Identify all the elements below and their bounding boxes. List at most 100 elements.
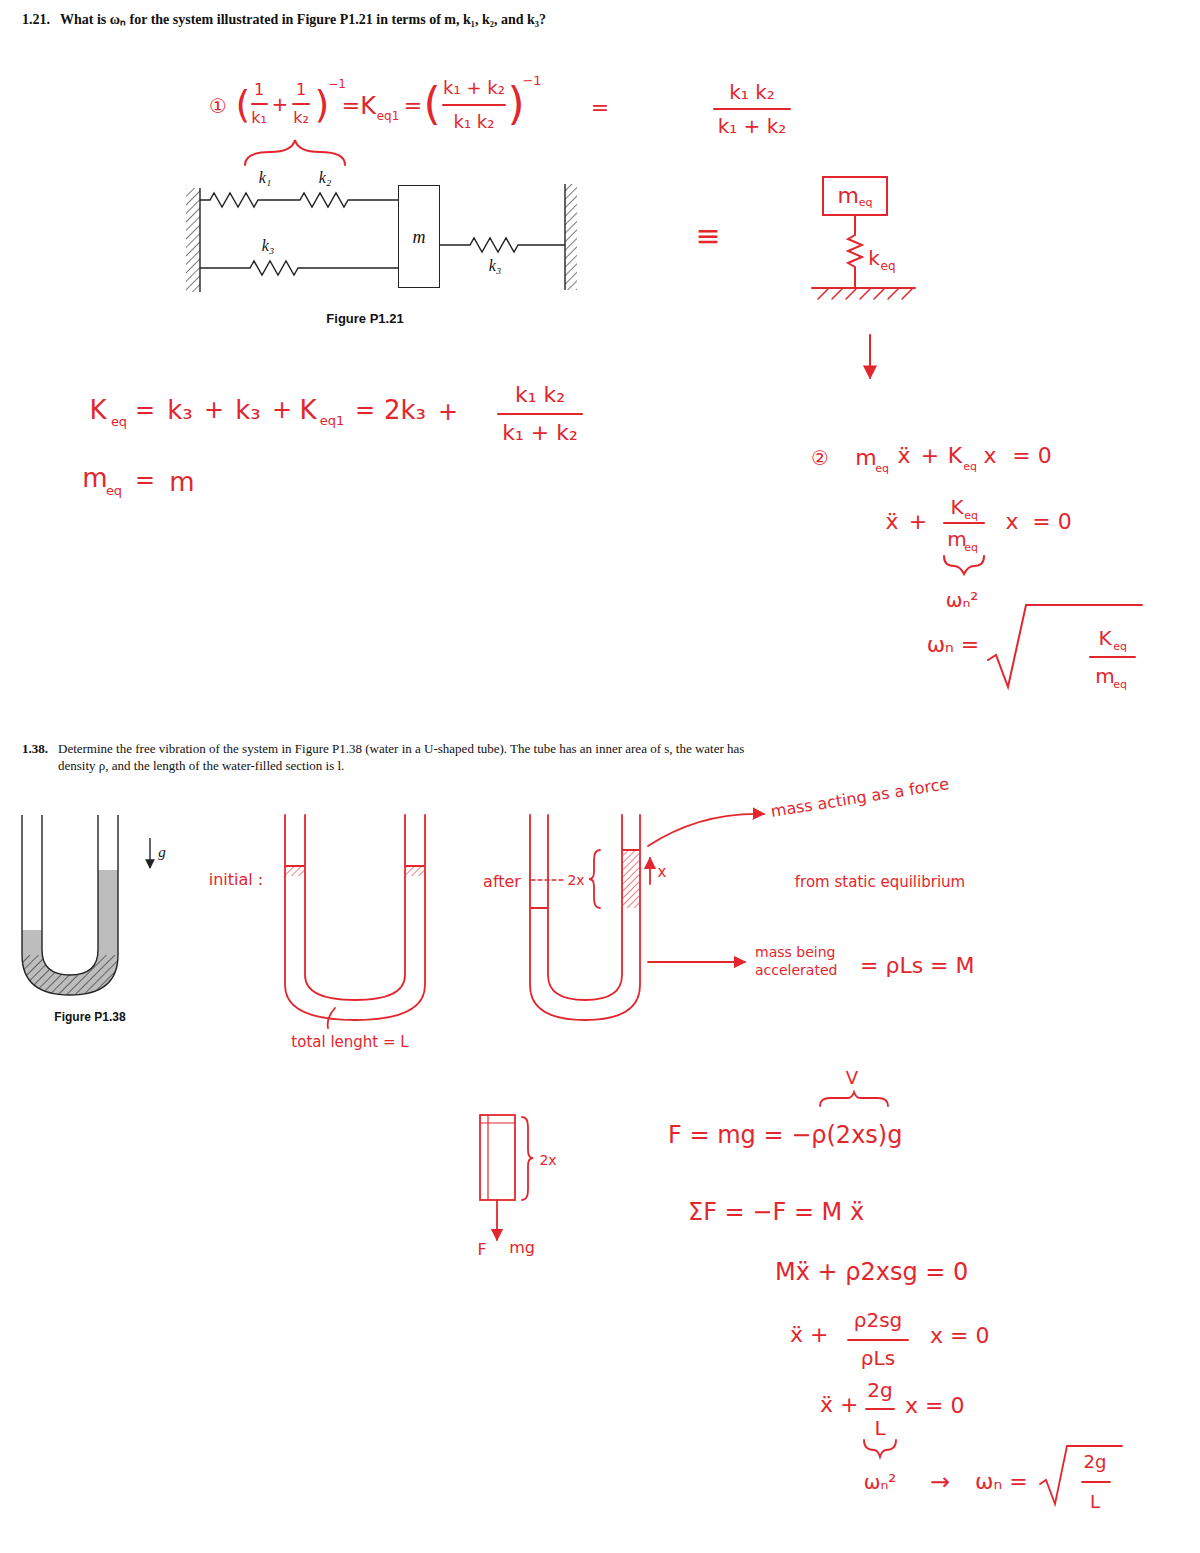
handwritten-math: F (477, 1242, 486, 1258)
handwritten-math: m (855, 447, 876, 469)
handwritten-math: k₁ + k₂ (718, 116, 787, 136)
handwritten-math: eq (963, 461, 977, 472)
handwritten-math: mass being accelerated (755, 943, 850, 980)
handwritten-sketches (285, 814, 1122, 1504)
handwritten-math: eq (106, 484, 122, 497)
handwritten-math: m (947, 529, 966, 549)
handwritten-math: K (89, 397, 106, 423)
symbol-label: k₃ (262, 238, 275, 254)
handwritten-math: from static equilibrium (795, 875, 965, 890)
handwritten-math: k₁ + k₂ (443, 79, 505, 97)
handwritten-math: eq (875, 463, 889, 474)
handwritten-math: Mẍ + ρ2xsg = 0 (775, 1260, 968, 1284)
symbol-label: g (158, 845, 166, 860)
handwritten-math: = (135, 468, 155, 492)
handwritten-math: ≡ (695, 221, 720, 251)
handwritten-math: eq (964, 510, 978, 521)
handwritten-math: K (299, 397, 316, 423)
handwritten-math: + (438, 400, 458, 424)
problem-text: 1.38. (22, 742, 48, 755)
handwritten-math: ( (236, 85, 251, 123)
handwritten-math: = (135, 398, 155, 422)
handwritten-math: eq (1113, 641, 1127, 652)
handwritten-math: 2g (1084, 1453, 1107, 1471)
problem-text: Determine the free vibration of the syst… (58, 740, 748, 774)
handwritten-math: ωₙ = (927, 634, 980, 656)
figure-caption: Figure P1.38 (54, 1011, 125, 1023)
handwritten-math: F = mg = −ρ(2xs)g (668, 1123, 902, 1147)
handwritten-math: L (874, 1418, 885, 1438)
handwritten-math: ẍ + (820, 1394, 858, 1416)
handwritten-math: eq (964, 542, 978, 553)
handwritten-math: k₁ + k₂ (502, 422, 578, 444)
handwritten-math: L (1090, 1493, 1100, 1511)
handwritten-math: x (1005, 511, 1018, 533)
handwritten-math: = (404, 95, 422, 117)
handwritten-math: ( (423, 82, 440, 126)
handwritten-math: k₂ (293, 110, 309, 126)
handwritten-math: ΣF = −F = M ẍ (688, 1200, 864, 1224)
handwritten-math: x (658, 865, 667, 880)
handwritten-math: ρLs (861, 1348, 895, 1368)
handwritten-math: 1 (254, 82, 264, 98)
handwritten-math: = (355, 398, 375, 422)
handwritten-math: eq (111, 415, 127, 428)
handwritten-math: = ρLs = M (860, 955, 975, 977)
handwritten-math: 2k₃ (384, 397, 426, 423)
handwritten-math: eq (1113, 679, 1127, 690)
handwritten-math: K (1098, 628, 1111, 648)
handwritten-math: eq1 (377, 110, 400, 122)
problem-text: 1.21. (22, 13, 50, 27)
handwritten-math: k₃ (235, 397, 260, 423)
handwritten-math: mg (509, 1240, 535, 1256)
handwritten-math: + (204, 398, 224, 422)
handwritten-math: after (483, 874, 521, 890)
handwritten-math: 2x (567, 873, 584, 887)
handwritten-math: ωₙ = (975, 1471, 1028, 1493)
handwritten-math: ρ2sg (854, 1310, 903, 1330)
handwritten-math: x = 0 (930, 1325, 989, 1347)
handwritten-math: 1 (296, 82, 306, 98)
u-tube-figure (22, 815, 150, 995)
handwritten-math: mass acting as a force (770, 776, 951, 820)
figure-caption: Figure P1.21 (326, 312, 403, 325)
handwritten-math: ) (315, 85, 330, 123)
handwritten-math: + (909, 511, 927, 533)
handwritten-math: = (591, 97, 609, 119)
handwritten-math: x = 0 (905, 1395, 964, 1417)
handwritten-math: K (360, 94, 376, 118)
handwritten-math: + (921, 445, 939, 467)
handwritten-math: k₃ (167, 397, 192, 423)
handwritten-math: m (169, 469, 194, 495)
handwritten-math: total lenght = L (291, 1035, 408, 1050)
handwritten-math: + (272, 94, 289, 114)
handwritten-math: = 0 (1032, 511, 1071, 533)
handwritten-math: m (82, 465, 107, 491)
node-text: eq (859, 197, 873, 208)
symbol-label: k₂ (319, 170, 332, 186)
node-text: m (413, 228, 426, 246)
equivalent-mass-box: meq (822, 176, 888, 216)
mass-block: m (398, 185, 440, 288)
handwritten-math: K (948, 445, 962, 467)
handwritten-math: = (342, 95, 360, 117)
handwritten-math: K (950, 497, 963, 517)
handwritten-math: ) (507, 82, 524, 126)
handwritten-math: 2g (867, 1380, 892, 1400)
handwritten-math: → (930, 1470, 950, 1494)
handwritten-math: 2x (539, 1153, 556, 1167)
handwritten-math: −1 (522, 74, 541, 87)
handwritten-math: m (1095, 666, 1114, 686)
handwritten-math: ωₙ² (946, 590, 979, 610)
problem-text: What is ωₙ for the system illustrated in… (60, 13, 546, 27)
symbol-label: k₃ (489, 258, 502, 274)
node-text: m (837, 185, 858, 207)
handwritten-math: k₁ k₂ (515, 384, 565, 406)
handwritten-math: k₁ (251, 110, 267, 126)
symbol-label: k₁ (259, 170, 272, 186)
handwritten-math: k₁ k₂ (729, 82, 775, 102)
handwritten-math: V (846, 1069, 858, 1087)
handwritten-math: k (868, 248, 880, 268)
